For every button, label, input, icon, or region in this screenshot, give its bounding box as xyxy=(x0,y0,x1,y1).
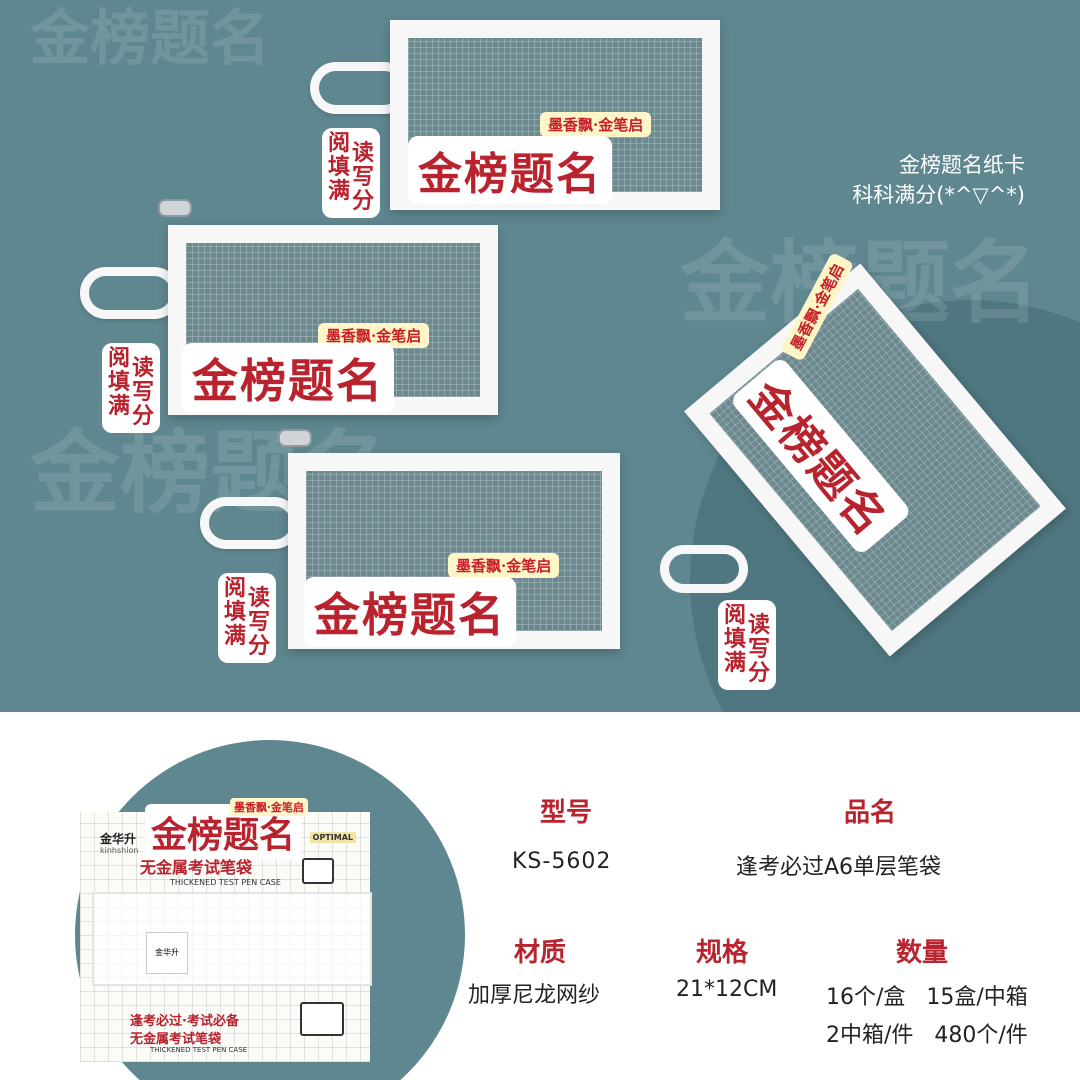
box-slogan: 墨香飘·金笔启 xyxy=(230,798,308,816)
bottom-subtitle: 无金属考试笔袋 xyxy=(130,1032,222,1047)
quantity-label: 数量 xyxy=(896,938,949,968)
hang-tag: 阅填满读写分 xyxy=(102,343,160,433)
material-label: 材质 xyxy=(514,938,567,968)
box-title: 金榜题名 xyxy=(145,804,302,860)
box-subtitle-en: THICKENED TEST PEN CASE xyxy=(170,878,281,887)
hang-loop xyxy=(200,497,300,549)
product-name-label: 品名 xyxy=(844,798,897,828)
pouch-body: 墨香飘·金笔启 金榜题名 xyxy=(288,453,620,649)
hang-tag: 阅填满读写分 xyxy=(322,128,380,218)
hang-tag: 阅填满读写分 xyxy=(218,573,276,663)
title-label: 金榜题名 xyxy=(304,577,516,647)
zipper-pull-icon xyxy=(278,429,312,447)
book-icon xyxy=(300,1002,344,1036)
bottom-subtitle-en: THICKENED TEST PEN CASE xyxy=(150,1046,248,1054)
box-subtitle: 无金属考试笔袋 xyxy=(140,858,253,877)
brand-name: 金华升 xyxy=(100,832,137,846)
pen-pouch-3: 墨香飘·金笔启 金榜题名 阅填满读写分 xyxy=(200,425,630,663)
slogan-label: 墨香飘·金笔启 xyxy=(540,112,652,137)
tag-text-right: 读写分 xyxy=(247,586,270,659)
product-name-value: 逢考必过A6单层笔袋 xyxy=(736,855,942,880)
tag-text-left: 阅填满 xyxy=(327,131,350,204)
material-value: 加厚尼龙网纱 xyxy=(468,983,601,1008)
spec-section: A6单层展示盒 金华升 kinhshion 金榜题名 墨香飘·金笔启 OPTIM… xyxy=(0,712,1080,1080)
zipper-pull-icon xyxy=(158,199,192,217)
paper-card-note: 金榜题名纸卡 科科满分(*^▽^*) xyxy=(852,150,1025,210)
pouch-body: 墨香飘·金笔启 金榜题名 xyxy=(168,225,498,415)
model-value: KS-5602 xyxy=(512,849,612,874)
pen-pouch-1: 墨香飘·金笔启 金榜题名 阅填满读写分 xyxy=(300,20,730,218)
tag-text-left: 阅填满 xyxy=(107,346,130,419)
slogan-label: 墨香飘·金笔启 xyxy=(448,553,560,578)
book-icon xyxy=(302,858,334,884)
pen-pouch-2: 墨香飘·金笔启 金榜题名 阅填满读写分 xyxy=(80,195,510,433)
tag-text-left: 阅填满 xyxy=(223,576,246,649)
inner-brand: 金华升 xyxy=(146,932,188,974)
inner-pouches xyxy=(92,892,372,986)
pouch-body: 墨香飘·金笔启 金榜题名 xyxy=(390,20,720,210)
tag-text-right: 读写分 xyxy=(351,141,374,214)
model-label: 型号 xyxy=(540,798,593,828)
hang-loop xyxy=(660,545,748,593)
tag-text-right: 读写分 xyxy=(747,613,770,686)
bottom-slogan: 逢考必过·考试必备 xyxy=(130,1014,239,1029)
note-line-2: 科科满分(*^▽^*) xyxy=(852,183,1025,207)
optimal-badge: OPTIMAL xyxy=(309,832,356,843)
tag-text-right: 读写分 xyxy=(131,356,154,429)
brand-sub: kinhshion xyxy=(100,846,139,855)
title-label: 金榜题名 xyxy=(408,136,612,204)
quantity-line-2: 2中箱/件 480个/件 xyxy=(826,1023,1028,1048)
tag-text-left: 阅填满 xyxy=(723,603,746,676)
hang-loop xyxy=(80,267,180,319)
display-box: 金华升 kinhshion 金榜题名 墨香飘·金笔启 OPTIMAL 无金属考试… xyxy=(80,798,372,1062)
note-line-1: 金榜题名纸卡 xyxy=(899,153,1025,177)
hang-tag: 阅填满读写分 xyxy=(718,600,776,690)
quantity-line-1: 16个/盒 15盒/中箱 xyxy=(826,985,1028,1010)
watermark-title: 金榜题名 xyxy=(30,4,270,74)
size-label: 规格 xyxy=(696,938,749,968)
title-label: 金榜题名 xyxy=(182,343,394,413)
size-value: 21*12CM xyxy=(676,977,778,1002)
